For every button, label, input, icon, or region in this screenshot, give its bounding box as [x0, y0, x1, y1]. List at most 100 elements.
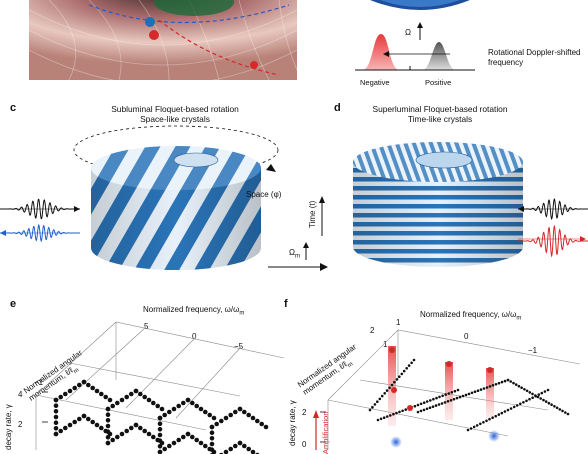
mode-dot — [441, 402, 444, 405]
mode-dot — [386, 415, 389, 418]
mode-dot — [403, 370, 406, 373]
mode-dot — [395, 412, 398, 415]
mode-dot — [420, 403, 423, 406]
mode-dot — [548, 402, 551, 405]
lattice-dot — [115, 435, 120, 440]
mode-dot — [567, 413, 570, 416]
lattice-dot — [110, 404, 115, 409]
mode-dot — [507, 379, 510, 382]
mode-dot — [564, 411, 567, 414]
mode-dot — [545, 400, 548, 403]
mode-dot — [454, 390, 457, 393]
mode-dot — [398, 411, 401, 414]
panel-f-3d-box — [318, 320, 588, 450]
mode-dot — [371, 406, 374, 409]
mode-dot — [401, 410, 404, 413]
panel-f-decay-tick-0: 2 — [302, 408, 306, 417]
lattice-dot — [238, 441, 243, 446]
mode-dot — [534, 394, 537, 397]
lattice-dot — [147, 398, 152, 403]
mode-dot — [389, 414, 392, 417]
lattice-dot — [264, 425, 269, 430]
mode-dot — [386, 389, 389, 392]
lattice-dot — [238, 407, 243, 412]
lattice-dot — [199, 407, 204, 412]
lattice-dot — [210, 436, 215, 441]
lattice-dot — [124, 429, 129, 434]
lattice-dot — [110, 438, 115, 443]
mode-dot — [388, 387, 391, 390]
lattice-dot — [255, 419, 260, 424]
gain-mode-dot — [407, 405, 413, 411]
panel-d-time-crystal-cylinder — [348, 132, 528, 272]
lattice-dot — [186, 398, 191, 403]
mode-dot — [473, 426, 476, 429]
mode-dot — [457, 389, 460, 392]
mode-dot — [509, 380, 512, 383]
mode-dot — [432, 398, 435, 401]
lattice-dot — [63, 426, 68, 431]
lattice-dot — [54, 415, 59, 420]
lattice-dot — [167, 444, 172, 449]
lattice-dot — [172, 407, 177, 412]
lattice-dot — [162, 413, 167, 418]
mode-dot — [494, 415, 497, 418]
mode-dot — [448, 392, 451, 395]
mode-dot — [516, 404, 519, 407]
mode-dot — [383, 416, 386, 419]
gain-mode-dot — [487, 367, 493, 373]
mode-dot — [495, 383, 498, 386]
lattice-dot — [176, 404, 181, 409]
lattice-dot — [259, 422, 264, 427]
mode-dot — [408, 364, 411, 367]
mode-dot — [441, 395, 444, 398]
panel-e-decay-tick-1: 2 — [18, 420, 22, 429]
lattice-dot — [158, 416, 163, 421]
lattice-dot — [160, 407, 165, 412]
mode-dot — [501, 412, 504, 415]
mode-dot — [498, 413, 501, 416]
lattice-dot — [207, 413, 212, 418]
negative-peak — [363, 34, 399, 70]
panel-b-ring — [370, 0, 470, 20]
lattice-dot — [138, 426, 143, 431]
mode-dot — [510, 407, 513, 410]
lattice-dot — [90, 386, 95, 391]
lattice-dot — [194, 438, 199, 443]
lattice-dot — [120, 432, 125, 437]
mode-dot — [450, 399, 453, 402]
lattice-dot — [224, 450, 229, 454]
panel-c-title: Subluminal Floquet-based rotation — [70, 104, 280, 114]
mode-dot — [483, 387, 486, 390]
lattice-dot — [155, 404, 160, 409]
transition-arrow — [268, 262, 328, 272]
mode-dot — [453, 398, 456, 401]
negative-label: Negative — [360, 78, 390, 87]
mode-dot — [531, 396, 534, 399]
mode-dot — [435, 397, 438, 400]
lattice-dot — [115, 401, 120, 406]
lattice-dot — [167, 410, 172, 415]
mode-dot — [470, 427, 473, 430]
mode-dot — [547, 389, 550, 392]
lattice-dot — [142, 429, 147, 434]
mode-dot — [544, 390, 547, 393]
mode-dot — [498, 382, 501, 385]
lattice-dot — [72, 420, 77, 425]
lattice-dot — [190, 401, 195, 406]
lattice-dot — [158, 427, 163, 432]
mode-dot — [423, 401, 426, 404]
mode-dot — [539, 397, 542, 400]
panel-e-letter: e — [10, 298, 16, 310]
lattice-dot — [103, 395, 108, 400]
mode-dot — [467, 429, 470, 432]
lattice-dot — [86, 383, 91, 388]
lattice-dot — [95, 423, 100, 428]
mode-dot — [538, 393, 541, 396]
mode-dot — [491, 416, 494, 419]
mode-dot — [559, 408, 562, 411]
mode-dot — [423, 409, 426, 412]
lattice-dot — [77, 383, 82, 388]
lattice-dot — [138, 392, 143, 397]
lattice-dot — [72, 386, 77, 391]
